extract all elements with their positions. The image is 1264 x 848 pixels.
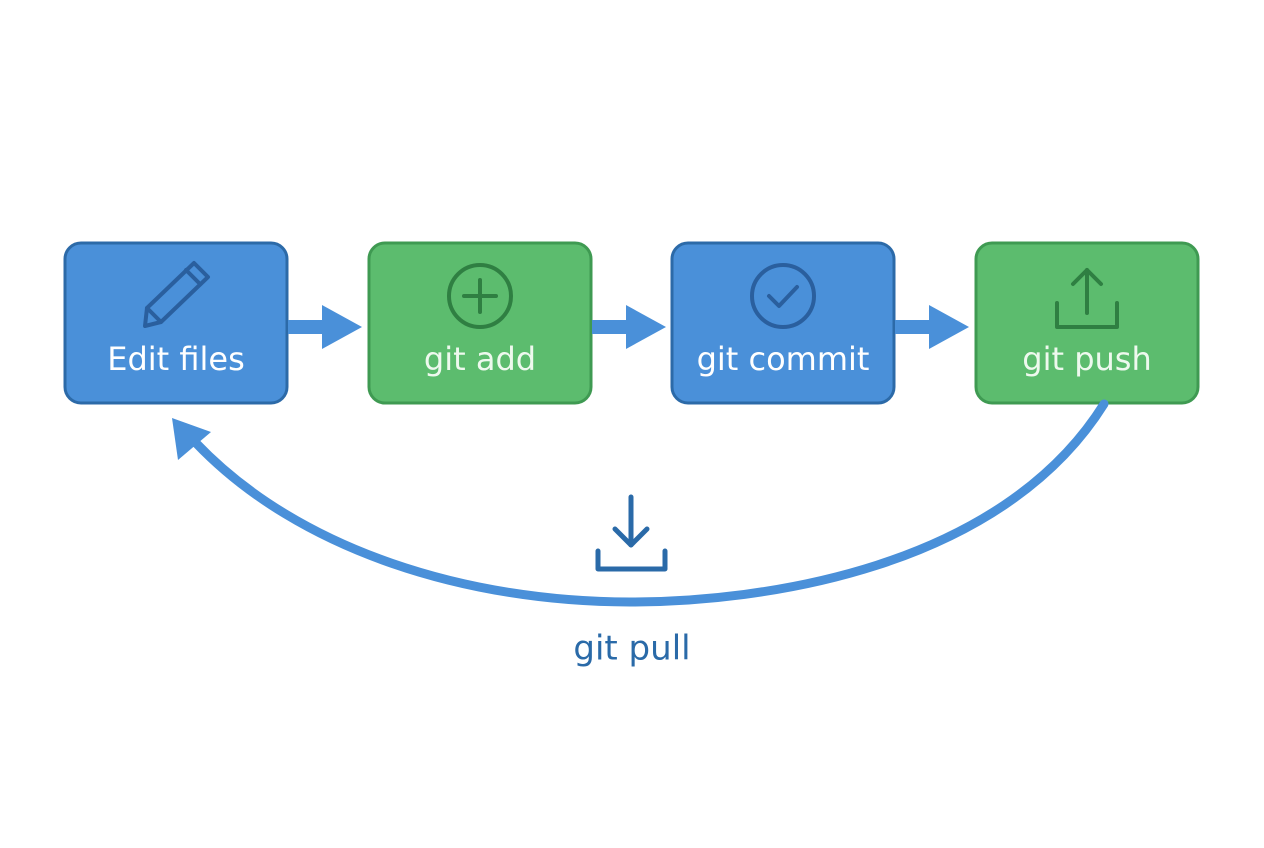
step-edit-files: Edit files	[63, 241, 289, 405]
plus-circle-icon	[447, 263, 513, 329]
step-label: git add	[424, 340, 536, 378]
pull-label: git pull	[573, 629, 690, 669]
step-git-commit: git commit	[670, 241, 896, 405]
check-circle-icon	[750, 263, 816, 329]
step-label: Edit files	[107, 340, 245, 378]
step-git-push: git push	[974, 241, 1200, 405]
arrow-edit-to-add	[288, 305, 362, 349]
arrow-commit-to-push	[895, 305, 969, 349]
download-icon	[595, 494, 668, 572]
arrow-add-to-commit	[592, 305, 666, 349]
step-git-add: git add	[367, 241, 593, 405]
step-label: git push	[1022, 340, 1151, 378]
pull-return-arrow	[172, 399, 1109, 607]
step-label: git commit	[697, 340, 870, 378]
pencil-icon	[143, 261, 210, 328]
upload-icon	[1055, 268, 1119, 329]
